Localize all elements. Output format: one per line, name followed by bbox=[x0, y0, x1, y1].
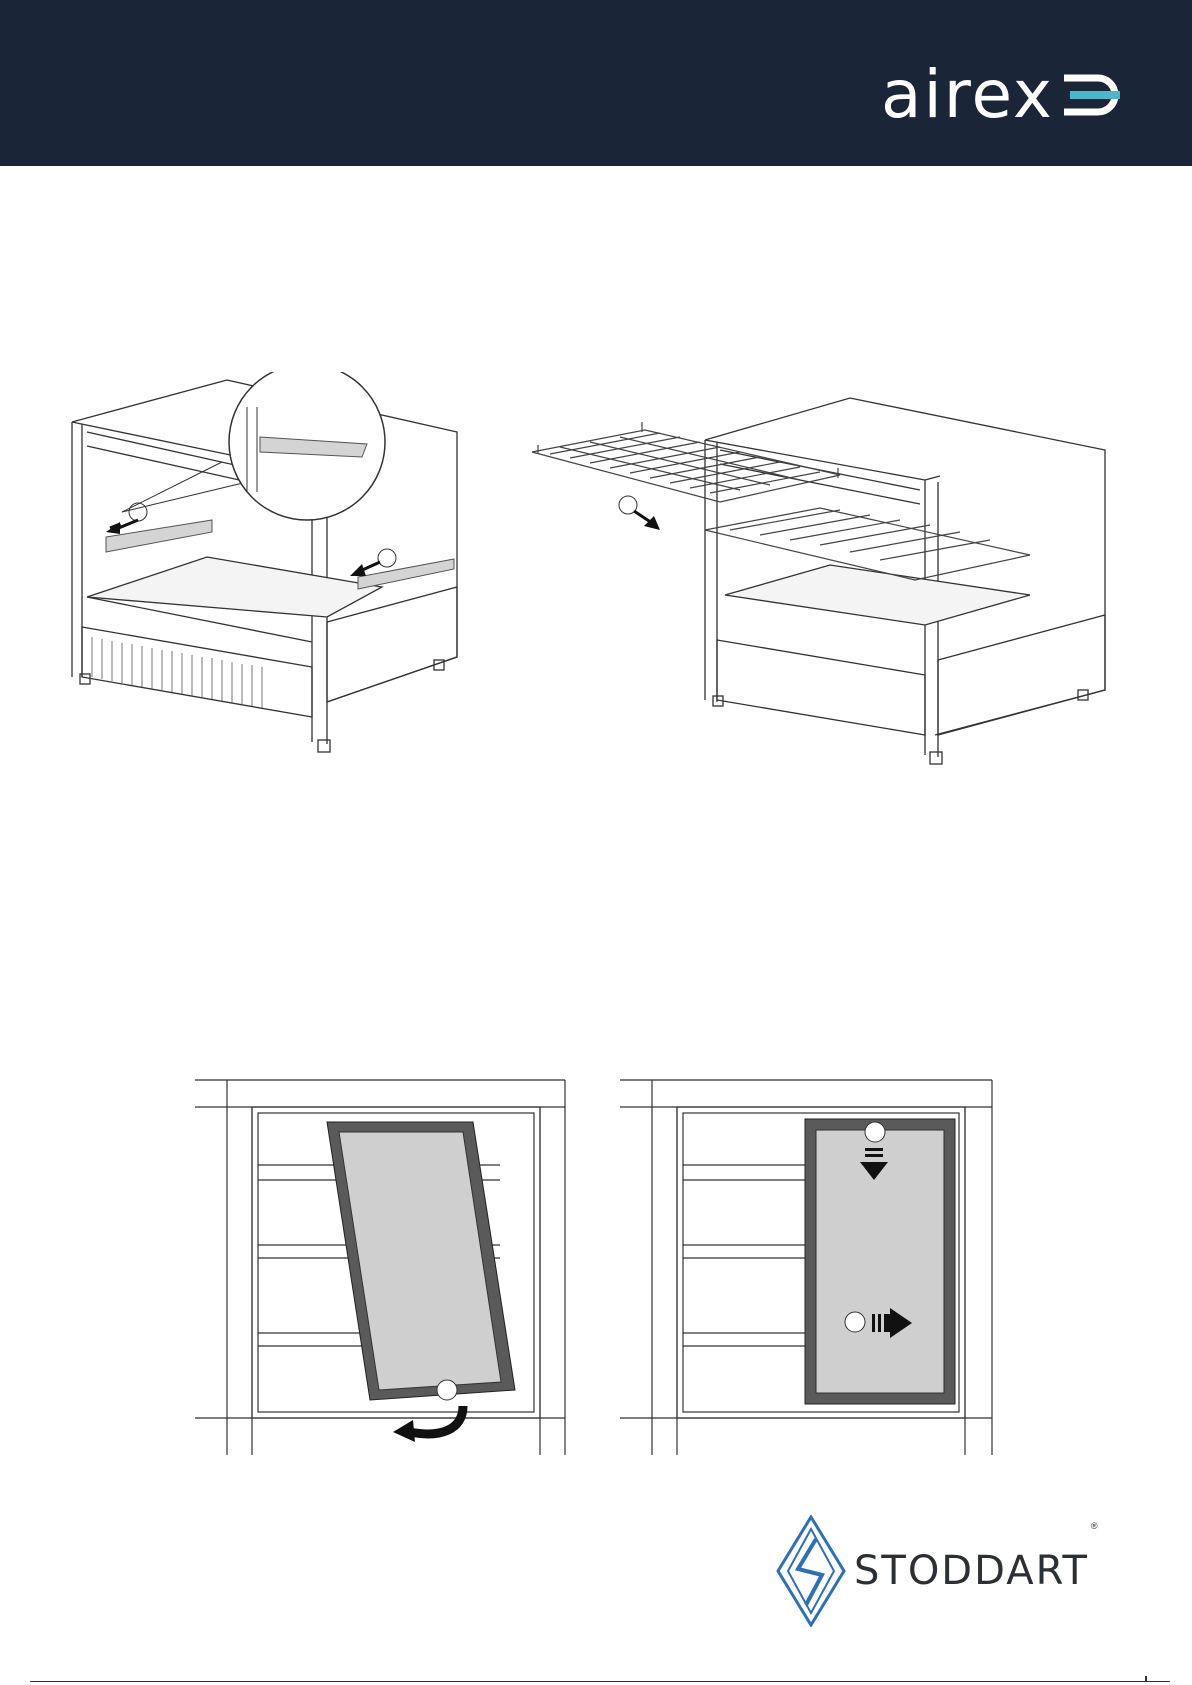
footer-rule bbox=[30, 1681, 1170, 1682]
stoddart-diamond-icon bbox=[776, 1515, 846, 1627]
airex-logo: airex bbox=[881, 62, 1122, 128]
airex-logo-mark-icon bbox=[1058, 72, 1122, 118]
footer-tick bbox=[1145, 1676, 1147, 1682]
registered-mark: ® bbox=[1091, 1521, 1098, 1531]
figure-shelf-brackets bbox=[62, 372, 512, 772]
stoddart-logo: STODDART ® bbox=[776, 1515, 1098, 1627]
figure-wire-shelf-removal bbox=[530, 390, 1140, 780]
stoddart-logo-text: STODDART bbox=[854, 1548, 1089, 1594]
figure-door-tilt-out bbox=[195, 1070, 570, 1455]
figure-door-slide-out bbox=[620, 1070, 1000, 1455]
header-band: airex bbox=[0, 0, 1192, 166]
airex-logo-text: airex bbox=[881, 62, 1054, 128]
